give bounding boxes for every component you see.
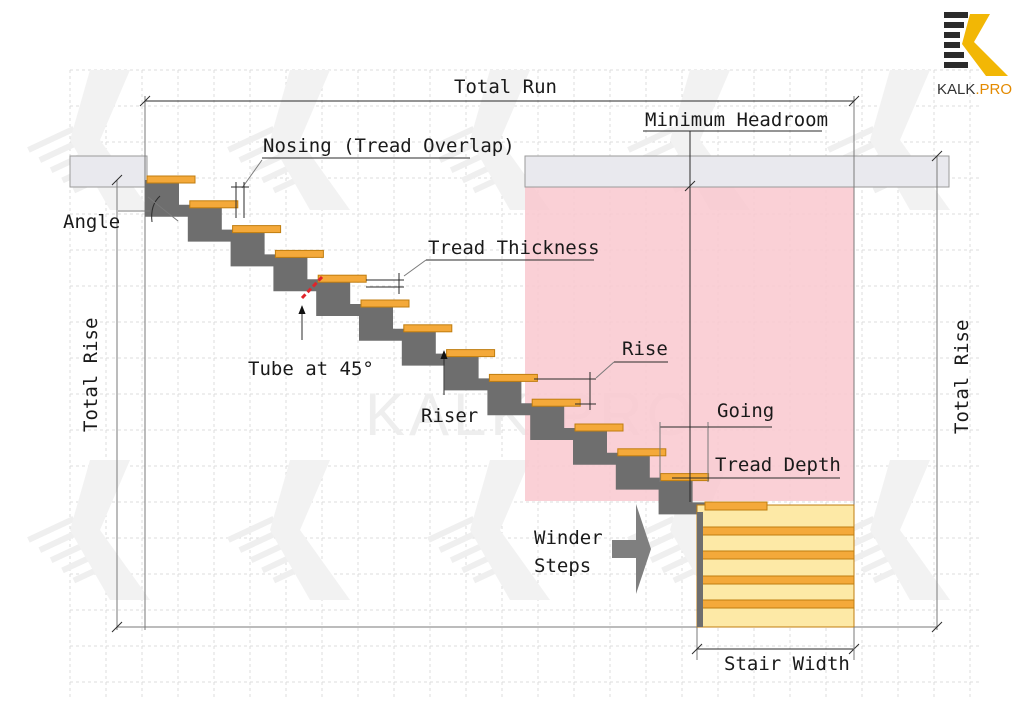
stair-tread xyxy=(617,448,667,457)
upper-floor-slab xyxy=(69,155,148,188)
riser-label: Riser xyxy=(421,405,478,427)
total-run-dimension xyxy=(139,95,860,107)
watermark-mark-icon xyxy=(27,460,150,600)
stair-tread xyxy=(232,225,282,234)
tread-depth-label: Tread Depth xyxy=(715,454,841,476)
watermark-mark-icon xyxy=(427,70,550,210)
stair-tread xyxy=(446,349,496,358)
watermark-mark-icon xyxy=(427,460,550,600)
logo-mark-icon xyxy=(944,12,1008,76)
stair-treads xyxy=(146,175,710,482)
tube-label: Tube at 45° xyxy=(248,358,374,380)
winder-label-line1: Winder xyxy=(534,527,603,549)
minimum-headroom-label: Minimum Headroom xyxy=(645,109,828,131)
logo-text: KALK.PRO xyxy=(937,81,1012,98)
angle-label: Angle xyxy=(63,211,120,233)
kalk-pro-logo: KALK.PRO xyxy=(937,12,1012,98)
angle-dimension xyxy=(118,195,179,223)
stair-tread xyxy=(660,473,710,482)
stair-stringer xyxy=(145,180,708,543)
stair-tread xyxy=(403,324,453,333)
tread-thickness-dimension xyxy=(366,259,594,294)
watermark-mark-icon xyxy=(27,70,150,210)
winder-label-line2: Steps xyxy=(534,555,591,577)
extent-lines xyxy=(116,96,938,660)
stair-tread xyxy=(531,398,581,407)
total-rise-ticks xyxy=(111,150,943,633)
watermark-mark-icon xyxy=(227,70,350,210)
nosing-dimension xyxy=(231,157,470,218)
total-rise-right-label: Total Rise xyxy=(951,320,973,434)
total-run-label: Total Run xyxy=(454,76,557,98)
nosing-label: Nosing (Tread Overlap) xyxy=(263,135,515,157)
stair-tread xyxy=(488,373,538,382)
total-rise-left-label: Total Rise xyxy=(80,318,102,432)
ceiling-slab xyxy=(524,155,950,188)
stair-tread xyxy=(574,423,624,432)
going-label: Going xyxy=(717,400,774,422)
stair-tread xyxy=(146,175,196,184)
winder-arrow-icon xyxy=(612,504,651,594)
tube-45-line xyxy=(300,274,325,300)
watermark-mark-icon xyxy=(227,460,350,600)
stair-width-label: Stair Width xyxy=(724,653,850,675)
stair-tread xyxy=(189,200,239,209)
minimum-headroom-dimension xyxy=(643,130,822,502)
going-dimension xyxy=(659,422,772,482)
stair-width-dimension xyxy=(691,627,860,660)
stair-tread xyxy=(274,249,324,258)
winder-steps-block xyxy=(696,501,855,628)
stair-tread xyxy=(317,274,367,283)
rise-dimension xyxy=(534,361,668,410)
stair-tread xyxy=(360,299,410,308)
rise-label: Rise xyxy=(622,338,668,360)
tread-thickness-label: Tread Thickness xyxy=(428,237,600,259)
